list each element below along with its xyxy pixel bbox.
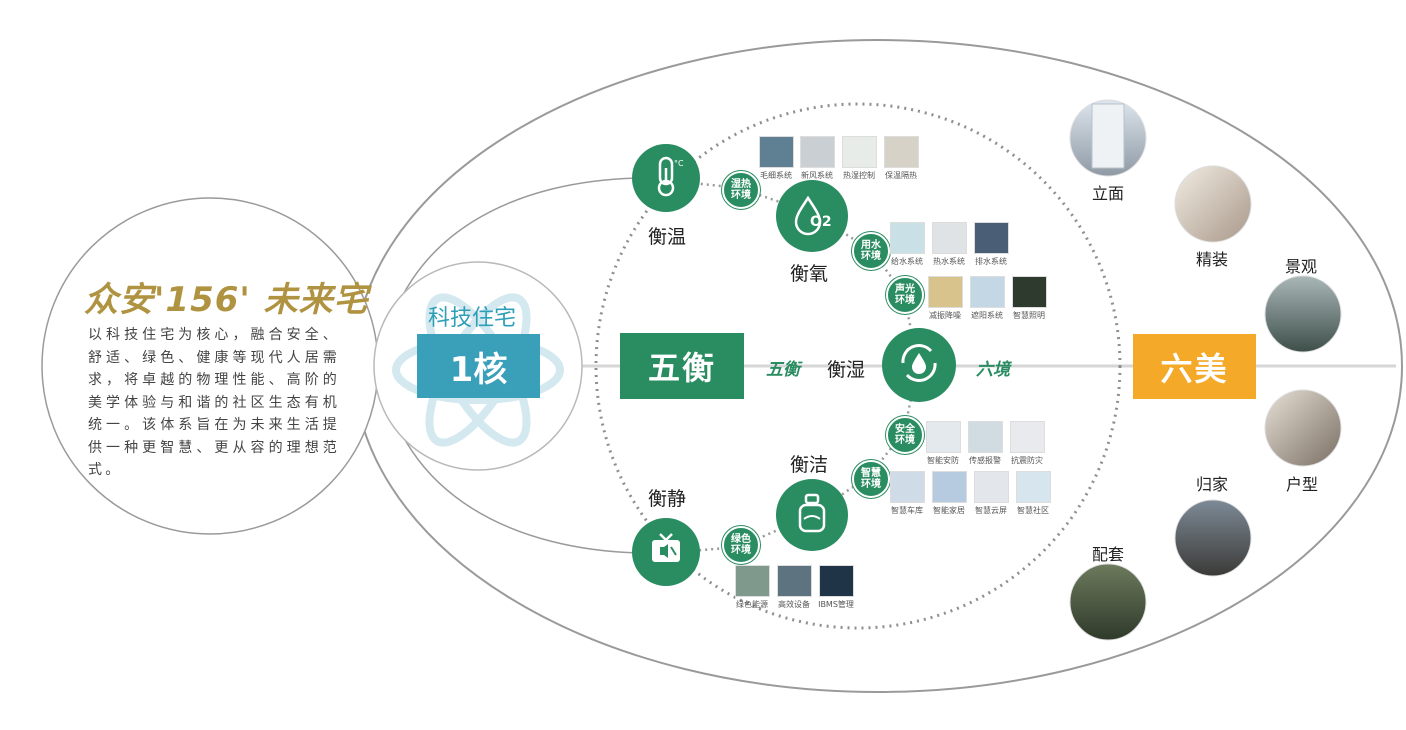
pill-yongshui-text: 用水环境: [861, 240, 881, 262]
thumb-geishui: [890, 222, 925, 254]
cap-baowen: 保温隔热: [885, 171, 917, 180]
humidity-cycle-icon: [895, 339, 943, 391]
thumb-shequ: [1016, 471, 1051, 503]
node-heng-wen: °C: [632, 144, 700, 212]
cap-yunping: 智慧云屏: [975, 506, 1007, 515]
label-limian: 立面: [1092, 184, 1125, 203]
wuheng-box: 五衡: [620, 333, 744, 399]
thumb-xinfeng: [800, 136, 835, 168]
cap-cheku: 智慧车库: [891, 506, 923, 515]
cap-paishui: 排水系统: [975, 257, 1007, 266]
cap-nengyuan: 绿色能源: [736, 600, 768, 609]
cap-maoxi: 毛细系统: [760, 171, 792, 180]
cap-kangzhen: 抗震防灾: [1011, 456, 1043, 465]
pill-anquan: 安全环境: [886, 416, 924, 454]
thumb-jianzhen: [928, 276, 963, 308]
pill-zhihui-text: 智慧环境: [861, 468, 881, 490]
cap-reshi: 热湿控制: [843, 171, 875, 180]
cap-zhaoming: 智慧照明: [1013, 311, 1045, 320]
label-heng-jie: 衡洁: [790, 454, 829, 476]
thumb-maoxi: [759, 136, 794, 168]
thumb-baowen: [884, 136, 919, 168]
mute-tv-icon: [646, 530, 686, 574]
cap-geishui: 给水系统: [891, 257, 923, 266]
cap-anfang: 智能安防: [927, 456, 959, 465]
core-label: 科技住宅: [428, 306, 517, 331]
cap-zheyang: 遮阳系统: [971, 311, 1003, 320]
node-heng-shi: [882, 328, 956, 402]
label-jingzhuang: 精装: [1196, 250, 1229, 269]
pill-yongshui: 用水环境: [852, 232, 890, 270]
cap-jiaju: 智能家居: [933, 506, 965, 515]
label-heng-jing: 衡静: [648, 488, 687, 510]
dotted-circle: [594, 102, 1122, 630]
photo-landscape: [1264, 275, 1342, 353]
node-heng-yang: O2: [776, 180, 848, 252]
photo-homecoming: [1174, 499, 1252, 577]
pill-shengguang: 声光环境: [886, 276, 924, 314]
pill-shire: 湿热环境: [722, 171, 760, 209]
thumb-shebei: [777, 565, 812, 597]
photo-facade-building: [1091, 103, 1125, 169]
brand-title: 众安'156' 未来宅: [84, 280, 369, 320]
thumb-reshi: [842, 136, 877, 168]
label-heng-shi: 衡湿: [827, 359, 866, 381]
label-jingguan: 景观: [1285, 257, 1318, 276]
thumb-jiaju: [932, 471, 967, 503]
cap-xinfeng: 新风系统: [801, 171, 833, 180]
oxygen-drop-icon: O2: [790, 192, 834, 240]
pill-anquan-text: 安全环境: [895, 424, 915, 446]
node-heng-jie: [776, 479, 848, 551]
label-huxing: 户型: [1286, 475, 1319, 494]
label-heng-yang: 衡氧: [790, 263, 829, 285]
thermometer-icon: °C: [646, 154, 686, 202]
thumb-anfang: [926, 421, 961, 453]
core-box: 1核: [417, 334, 540, 398]
thumb-nengyuan: [735, 565, 770, 597]
thumb-ibms: [819, 565, 854, 597]
cap-shebei: 高效设备: [778, 600, 810, 609]
cap-chuangan: 传感报警: [969, 456, 1001, 465]
clean-bottle-icon: [792, 491, 832, 539]
svg-text:O2: O2: [810, 214, 832, 230]
label-guijia: 归家: [1196, 475, 1229, 494]
node-heng-jing: [632, 518, 700, 586]
pill-lvse-text: 绿色环境: [731, 534, 751, 556]
thumb-cheku: [890, 471, 925, 503]
pill-shengguang-text: 声光环境: [895, 284, 915, 306]
thumb-zheyang: [970, 276, 1005, 308]
thumb-reshui: [932, 222, 967, 254]
cap-shequ: 智慧社区: [1017, 506, 1049, 515]
thumb-zhaoming: [1012, 276, 1047, 308]
pill-zhihui: 智慧环境: [852, 460, 890, 498]
thumb-chuangan: [968, 421, 1003, 453]
cap-jianzhen: 减振降噪: [929, 311, 961, 320]
thumb-paishui: [974, 222, 1009, 254]
photo-interior: [1174, 165, 1252, 243]
thumb-kangzhen: [1010, 421, 1045, 453]
photo-layout: [1264, 389, 1342, 467]
photo-amenities: [1069, 563, 1147, 641]
pill-lvse: 绿色环境: [722, 526, 760, 564]
label-heng-wen: 衡温: [648, 226, 687, 248]
label-peitao: 配套: [1092, 545, 1125, 564]
cap-reshui: 热水系统: [933, 257, 965, 266]
intro-text: 以科技住宅为核心，融合安全、舒适、绿色、健康等现代人居需求，将卓越的物理性能、高…: [88, 327, 340, 478]
cap-ibms: IBMS管理: [818, 600, 854, 609]
wuheng-tag: 五衡: [766, 360, 800, 380]
liumei-box: 六美: [1133, 334, 1256, 399]
liujing-tag: 六境: [976, 360, 1010, 380]
thumb-yunping: [974, 471, 1009, 503]
pill-shire-text: 湿热环境: [731, 179, 751, 201]
svg-text:°C: °C: [674, 159, 684, 168]
